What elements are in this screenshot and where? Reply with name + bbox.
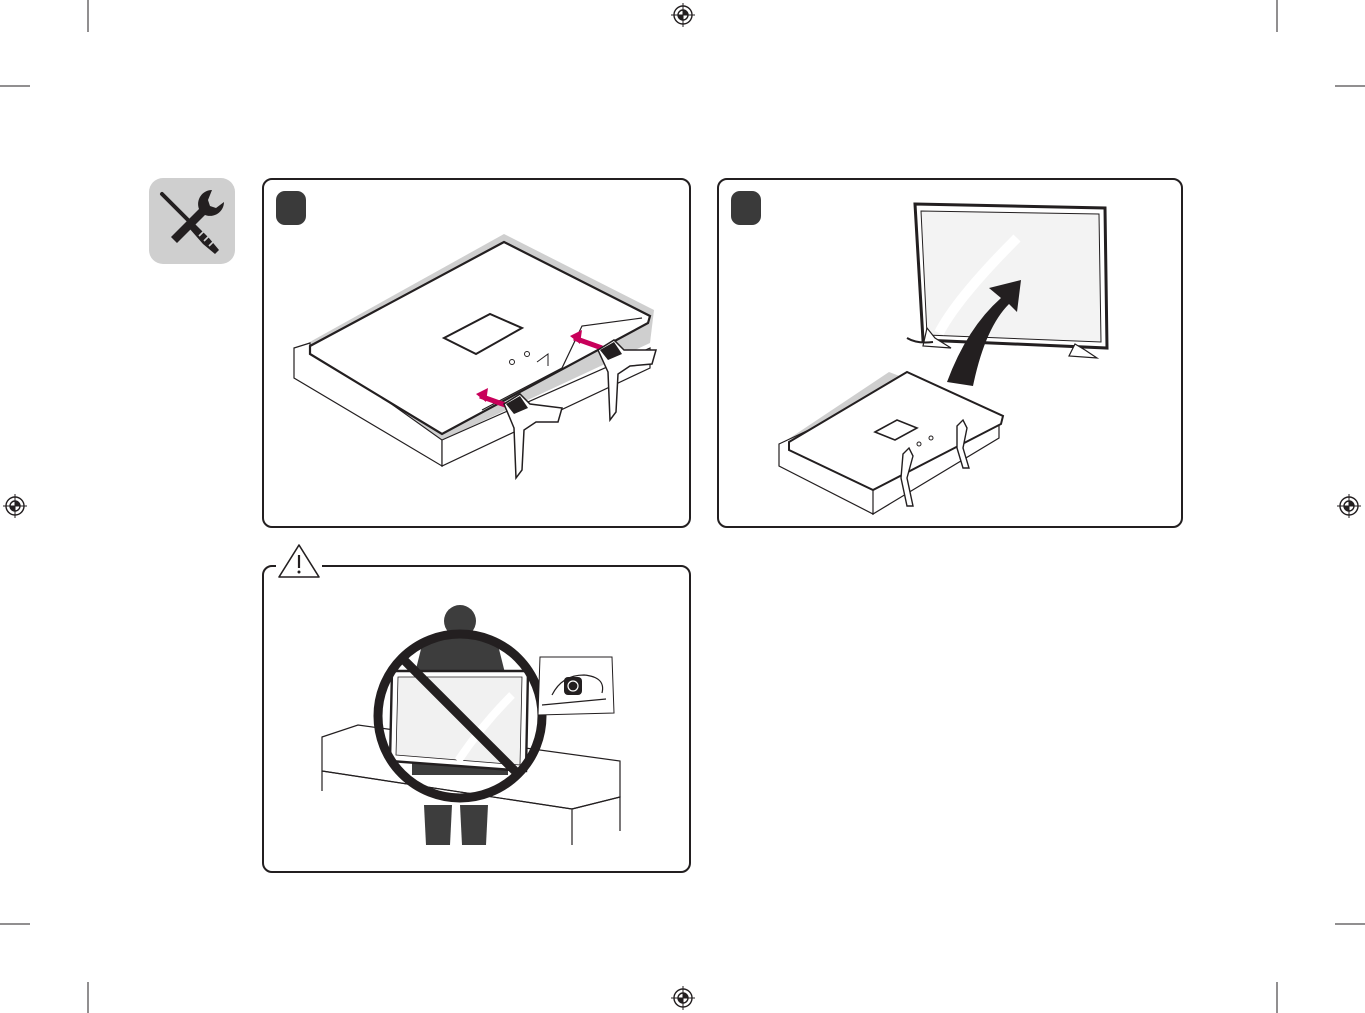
- screwdriver-wrench-icon: [149, 178, 235, 264]
- step-1-panel: [262, 178, 691, 528]
- attach-stand-legs-illustration: [262, 178, 691, 528]
- registration-mark-bottom: [671, 986, 695, 1010]
- do-not-hold-by-screen-illustration: [262, 565, 691, 873]
- registration-mark-top: [671, 3, 695, 27]
- warning-triangle-icon: [276, 542, 322, 580]
- registration-mark-right: [1337, 494, 1361, 518]
- lift-tv-upright-illustration: [717, 178, 1183, 528]
- tools-tile: [149, 178, 235, 264]
- caution-panel: [262, 565, 691, 873]
- registration-mark-left: [3, 494, 27, 518]
- step-2-panel: [717, 178, 1183, 528]
